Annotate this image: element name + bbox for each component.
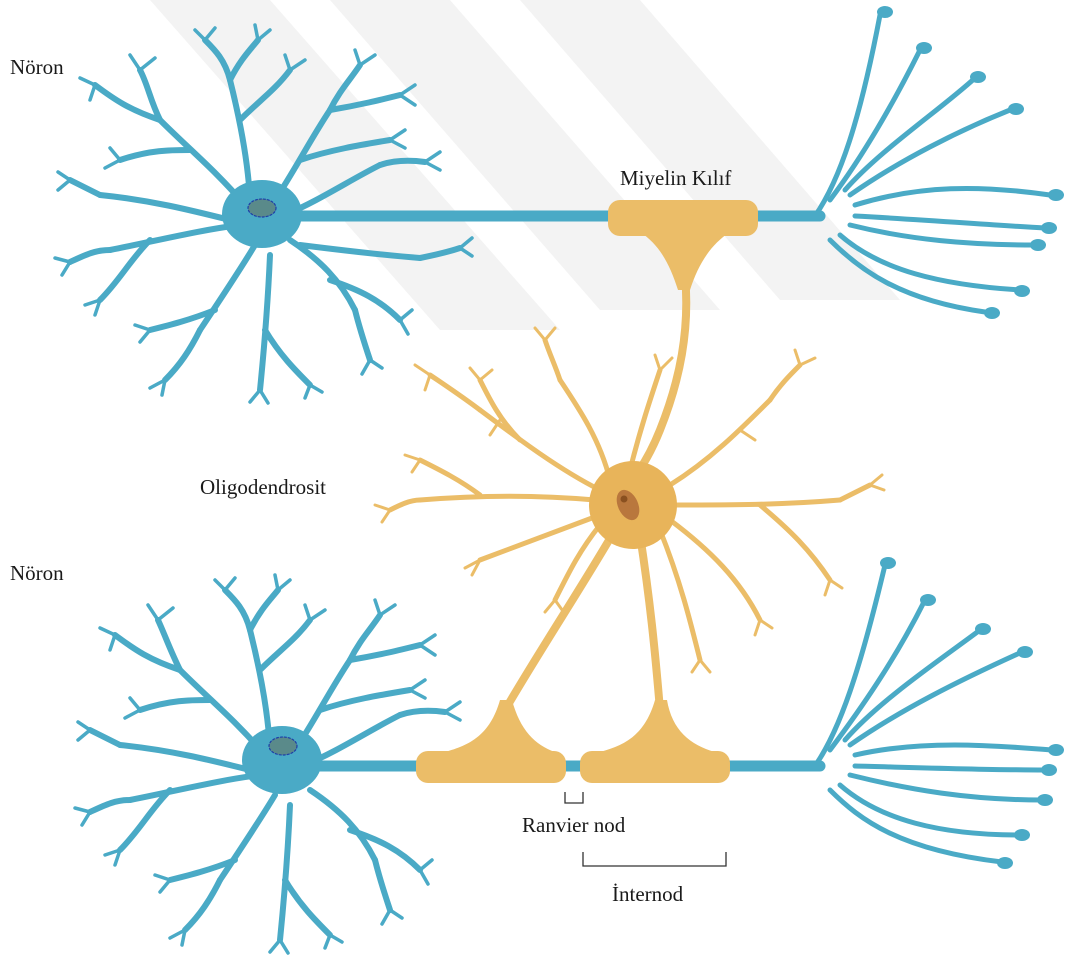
internode-label: İnternod [612, 884, 683, 905]
nucleus-bottom [269, 737, 297, 755]
soma-bottom [242, 726, 322, 794]
myelin-sheath-label: Miyelin Kılıf [620, 168, 731, 189]
ranvier-node-bracket [565, 792, 583, 803]
neuron-top-label: Nöron [10, 57, 64, 78]
oligodendrocyte-label: Oligodendrosit [200, 477, 326, 498]
myelin-sheath-bottom-right [580, 700, 730, 783]
neuron-bottom-label: Nöron [10, 563, 64, 584]
internode-bracket [583, 852, 726, 866]
watermark [150, 0, 900, 600]
axon-terminal-bottom [815, 565, 1052, 862]
nucleus-top [248, 199, 276, 217]
ranvier-node-label: Ranvier nod [522, 815, 625, 836]
